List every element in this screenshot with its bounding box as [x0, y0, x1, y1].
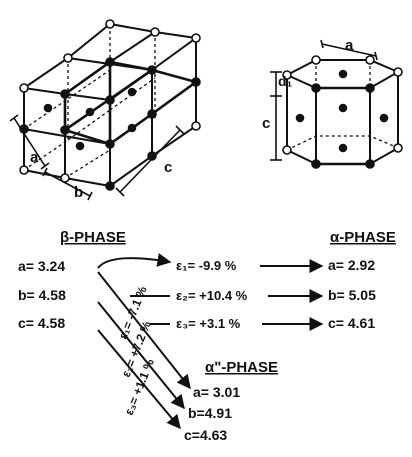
beta-lattice-dims [9, 114, 185, 201]
alpha2-param-b: b=4.91 [188, 405, 232, 421]
arrow-a-to-alpha2 [97, 271, 191, 390]
alpha-strain-3: ε₃= +3.1 % [176, 316, 241, 331]
alpha-param-a: a= 2.92 [328, 257, 375, 273]
alpha-strain-1: ε₁= -9.9 % [176, 258, 237, 273]
alpha-lattice-hidden-edges [286, 60, 399, 151]
beta-lattice-a-label: a [30, 149, 39, 166]
beta-param-b: b= 4.58 [18, 287, 66, 303]
arrow-b-to-alpha2 [97, 301, 185, 410]
beta-lattice-atoms [19, 19, 201, 191]
arrow-a-to-alpha [97, 253, 172, 269]
alpha-lattice-dims [270, 39, 378, 161]
alpha-lattice-d-label: d₁ [278, 73, 293, 89]
beta-param-c: c= 4.58 [18, 315, 65, 331]
alpha-param-c: c= 4.61 [328, 315, 375, 331]
alpha-lattice-c-label: c [262, 115, 270, 132]
alpha-lattice-atoms [282, 55, 403, 169]
beta-lattice-b-label: b [74, 184, 83, 201]
beta-lattice-c-label: c [164, 159, 172, 176]
beta-to-alpha2-arrows [97, 271, 191, 430]
beta-to-alpha-arrows [97, 253, 324, 331]
arrow-c-to-alpha2 [97, 329, 181, 430]
alpha-phase-title: α-PHASE [330, 229, 396, 246]
alpha-strain-2: ε₂= +10.4 % [176, 288, 248, 303]
beta-param-a: a= 3.24 [18, 258, 65, 274]
alpha-param-b: b= 5.05 [328, 287, 376, 303]
alpha2-param-c: c=4.63 [184, 427, 227, 443]
alpha2-param-a: a= 3.01 [193, 384, 240, 400]
beta-phase-title: β-PHASE [60, 229, 126, 246]
alpha-lattice-a-label: a [345, 37, 354, 54]
beta-lattice-hidden-edges [23, 24, 156, 179]
alpha2-phase-title: αʺ-PHASE [205, 359, 278, 376]
